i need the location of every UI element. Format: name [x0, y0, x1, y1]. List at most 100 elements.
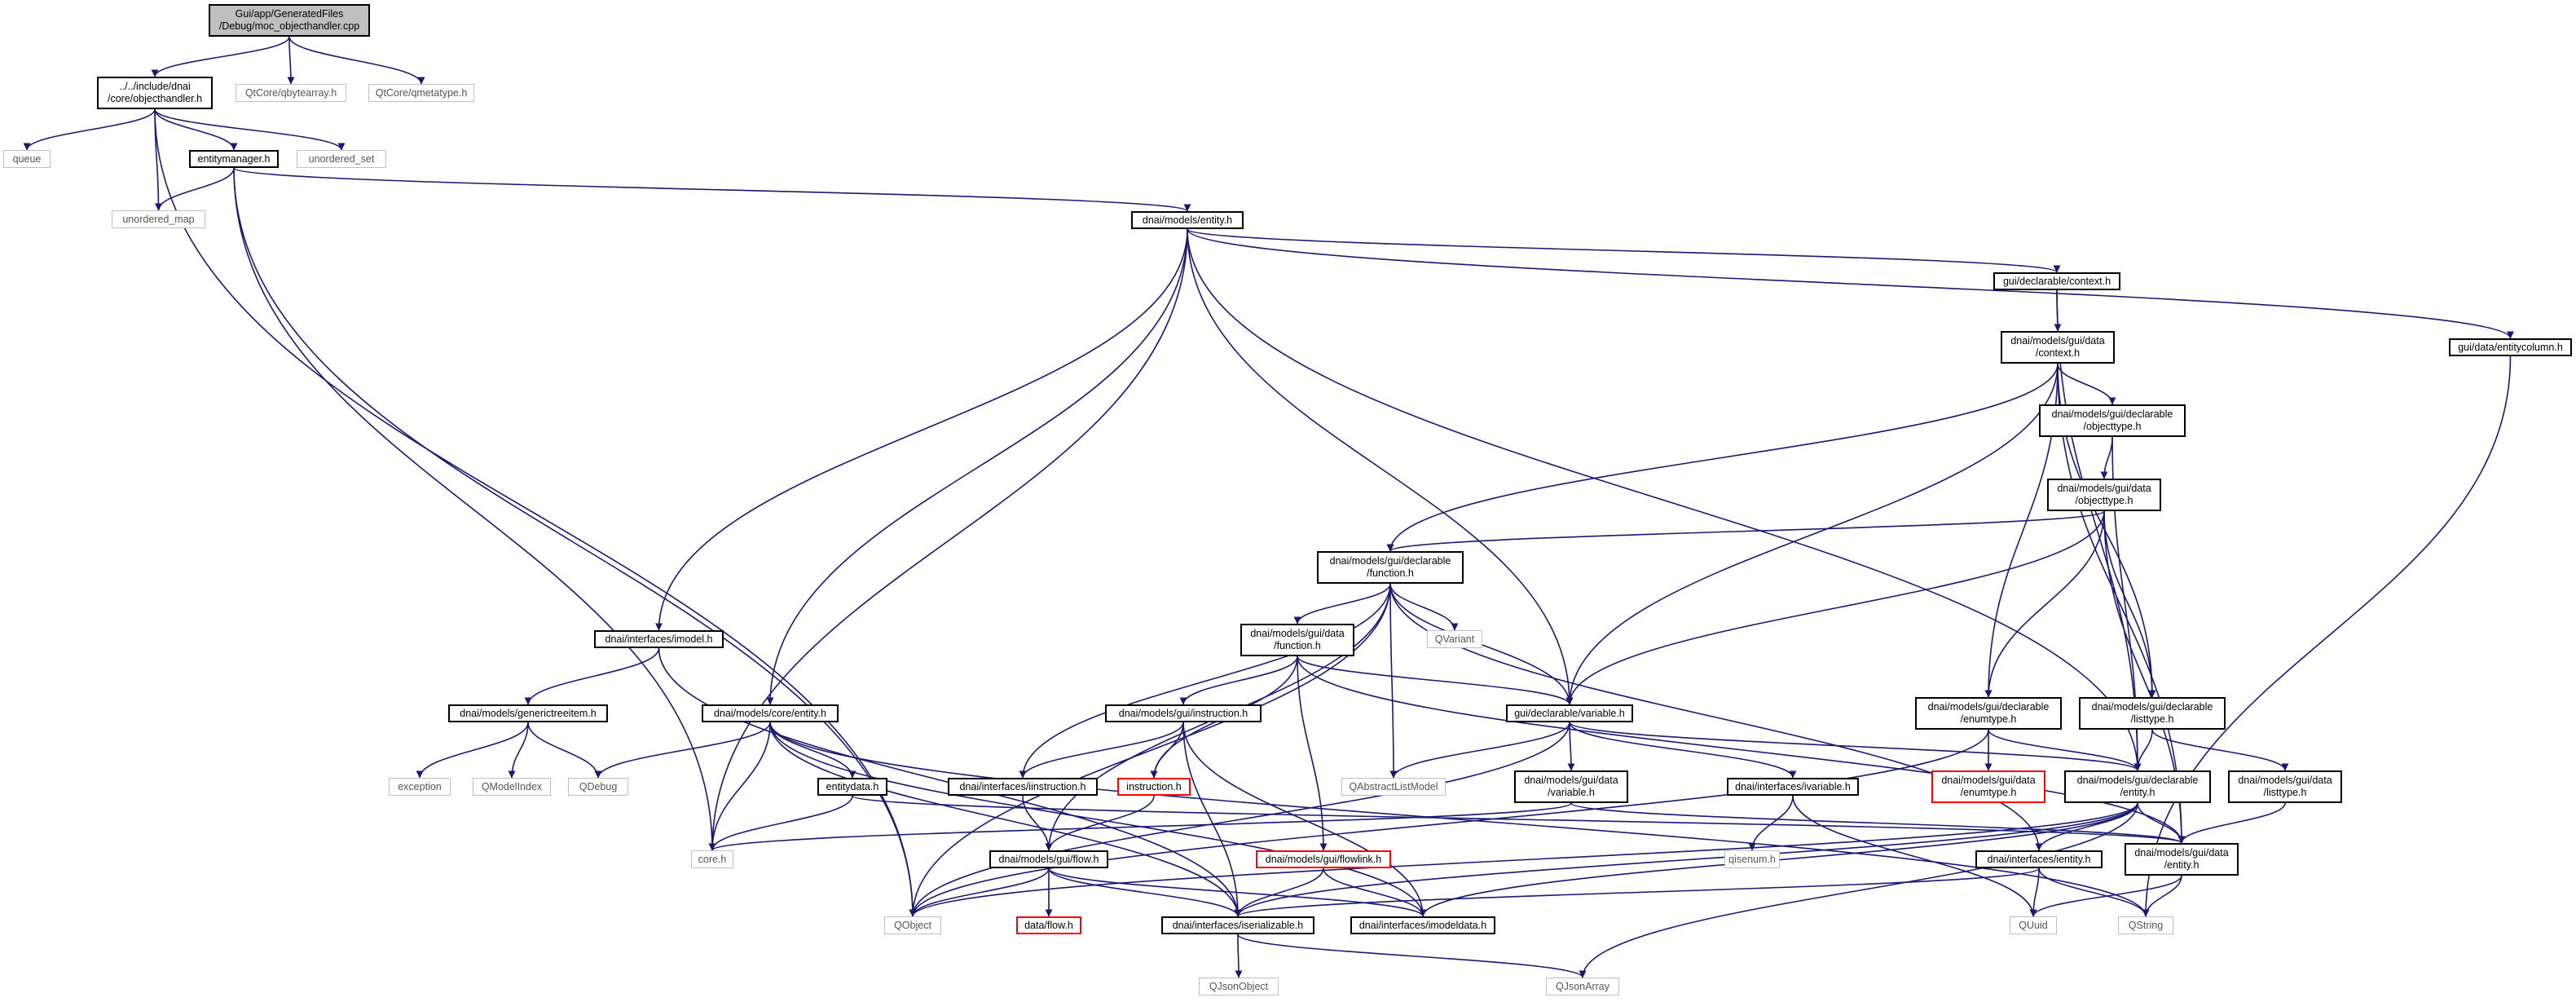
edge-n_flowlink-to-n_iserializable [1234, 867, 1324, 917]
edge-n_ientity-to-n_quuid [2029, 867, 2040, 917]
node-iserializable-h[interactable]: dnai/interfaces/iserializable.h [1161, 916, 1314, 934]
node-entitymanager-h[interactable]: entitymanager.h [189, 150, 279, 168]
edge-n_data_context-to-n_decl_objecttype [2057, 363, 2116, 405]
node-declarable-variable-h[interactable]: gui/declarable/variable.h [1506, 704, 1633, 722]
edge-n_entitydata-to-n_core_h [708, 795, 853, 851]
edge-n_root-to-n_objecthandler [151, 36, 290, 77]
node-qjsonobject: QJsonObject [1199, 978, 1279, 995]
node-core-h: core.h [691, 850, 733, 868]
edge-n_data_context-to-n_data_entity [2057, 363, 2186, 844]
node-generictreeitem-h[interactable]: dnai/models/generictreeitem.h [448, 704, 608, 722]
edge-n_iinstruction-to-n_flow_h [1022, 795, 1053, 851]
edge-n_flow_h-to-n_qobject [909, 867, 1050, 917]
edge-n_generictreeitem-to-n_exception [416, 722, 529, 779]
edge-n_entity_h-to-n_decl_entity [1187, 228, 2142, 771]
edge-n_core_entity-to-n_entitydata [769, 722, 856, 779]
edge-n_gui_instruction-to-n_iserializable [1182, 722, 1242, 917]
edge-n_data_function-to-n_gui_instruction [1179, 655, 1298, 705]
edge-n_data_variable-to-n_core_h [708, 802, 1572, 851]
edge-n_gui_instruction-to-n_instruction_red [1150, 722, 1184, 779]
node-data-context-h[interactable]: dnai/models/gui/data /context.h [2001, 331, 2115, 364]
node-data-objecttype-h[interactable]: dnai/models/gui/data /objecttype.h [2047, 479, 2161, 511]
edge-n_flow_h-to-n_imodeldata [1048, 867, 1427, 917]
node-quuid: QUuid [2010, 916, 2057, 934]
edge-n_data_context-to-n_decl_variable [1565, 363, 2059, 705]
node-declarable-objecttype-h[interactable]: dnai/models/gui/declarable /objecttype.h [2039, 404, 2186, 437]
edge-n_iserializable-to-n_qjsonobject [1235, 934, 1243, 978]
node-gui-instruction-h[interactable]: dnai/models/gui/instruction.h [1105, 704, 1262, 722]
node-imodeldata-h[interactable]: dnai/interfaces/imodeldata.h [1350, 916, 1495, 934]
edge-n_decl_entity-to-n_data_entity [2137, 802, 2186, 844]
node-qdebug: QDebug [568, 778, 628, 796]
node-declarable-listtype-h[interactable]: dnai/models/gui/declarable /listtype.h [2079, 697, 2226, 730]
edge-n_data_objecttype-to-n_decl_listtype [2103, 510, 2156, 698]
node-dataflow-h-missing[interactable]: data/flow.h [1016, 916, 1081, 934]
node-data-function-h[interactable]: dnai/models/gui/data /function.h [1240, 624, 1354, 656]
edge-n_context_h-to-n_decl_entity [2056, 289, 2142, 771]
node-qobject: QObject [884, 916, 941, 934]
node-ientity-h[interactable]: dnai/interfaces/ientity.h [1975, 850, 2103, 868]
node-declarable-context-h[interactable]: gui/declarable/context.h [1993, 272, 2120, 290]
edge-n_data_variable-to-n_data_entity [1570, 802, 2186, 844]
node-data-variable-h[interactable]: dnai/models/gui/data /variable.h [1514, 770, 1628, 803]
node-entitydata-h[interactable]: entitydata.h [817, 778, 887, 796]
node-core-entity-h[interactable]: dnai/models/core/entity.h [702, 704, 839, 722]
edge-n_decl_function-to-n_data_function [1293, 583, 1391, 625]
node-declarable-function-h[interactable]: dnai/models/gui/declarable /function.h [1317, 551, 1464, 584]
edge-n_core_entity-to-n_qdebug [594, 722, 771, 779]
node-objecthandler-h[interactable]: ../../include/dnai /core/objecthandler.h [97, 77, 213, 109]
edge-n_iserializable-to-n_qjsonarray [1237, 934, 1587, 978]
edge-n_data_listtype-to-n_data_entity [2177, 802, 2286, 844]
edge-n_core_entity-to-n_iserializable [769, 722, 1242, 917]
edge-n_decl_variable-to-n_data_variable [1567, 722, 1575, 771]
node-flowlink-h-missing[interactable]: dnai/models/gui/flowlink.h [1256, 850, 1391, 868]
edge-n_decl_enumtype-to-n_qobject [909, 729, 1989, 917]
edge-n_decl_entity-to-n_imodeldata [1419, 802, 2138, 917]
node-entitycolumn-h[interactable]: gui/data/entitycolumn.h [2449, 338, 2572, 356]
node-declarable-enumtype-h[interactable]: dnai/models/gui/declarable /enumtype.h [1915, 697, 2062, 730]
edge-n_data_function-to-n_decl_variable [1297, 655, 1574, 705]
node-flow-h[interactable]: dnai/models/gui/flow.h [989, 850, 1108, 868]
node-imodel-h[interactable]: dnai/interfaces/imodel.h [594, 630, 724, 648]
node-qstring: QString [2118, 916, 2173, 934]
edge-n_decl_listtype-to-n_decl_entity [2133, 729, 2153, 771]
edge-n_flowlink-to-n_imodeldata [1323, 867, 1427, 917]
edge-n_entity_h-to-n_entitycolumn [1187, 228, 2514, 339]
node-ivariable-h[interactable]: dnai/interfaces/ivariable.h [1727, 778, 1859, 796]
edge-n_data_function-to-n_data_entity [1297, 655, 2186, 844]
node-declarable-entity-h[interactable]: dnai/models/gui/declarable /entity.h [2064, 770, 2211, 803]
node-qmodelindex: QModelIndex [473, 778, 551, 796]
edge-n_entitycolumn-to-n_qstring [2142, 355, 2512, 917]
edge-n_entitydata-to-n_data_entity [852, 795, 2185, 844]
edge-n_entitymanager-to-n_unordered_map [155, 167, 235, 211]
edge-n_decl_variable-to-n_qabstractlistmodel [1389, 722, 1570, 779]
edge-n_decl_variable-to-n_ivariable [1569, 722, 1797, 779]
node-unordered-map: unordered_map [112, 210, 205, 228]
node-qjsonarray: QJsonArray [1546, 978, 1619, 995]
node-qmetatype: QtCore/qmetatype.h [368, 84, 474, 102]
edge-n_entity_h-to-n_core_entity [766, 228, 1188, 705]
edge-n_entity_h-to-n_imodel [655, 228, 1188, 631]
edge-n_decl_entity-to-n_qjsonarray [1579, 802, 2138, 978]
edge-n_decl_listtype-to-n_data_listtype [2151, 729, 2289, 771]
edge-n_ientity-to-n_qstring [2038, 867, 2150, 917]
edge-n_decl_entity-to-n_ientity [2035, 802, 2138, 851]
node-models-entity-h[interactable]: dnai/models/entity.h [1131, 211, 1244, 229]
edge-n_objecthandler-to-n_entitymanager [154, 108, 238, 151]
node-iinstruction-h[interactable]: dnai/interfaces/iinstruction.h [948, 778, 1098, 796]
node-instruction-h-missing[interactable]: instruction.h [1117, 778, 1191, 796]
edge-n_decl_variable-to-n_decl_entity [1569, 722, 2142, 771]
node-data-enumtype-h-missing[interactable]: dnai/models/gui/data /enumtype.h [1931, 770, 2045, 803]
node-data-entity-h[interactable]: dnai/models/gui/data /entity.h [2125, 843, 2239, 876]
edge-n_data_objecttype-to-n_decl_variable [1565, 510, 2105, 705]
node-qvariant: QVariant [1427, 630, 1482, 648]
edge-n_entitymanager-to-n_entity_h [233, 167, 1191, 212]
node-data-listtype-h[interactable]: dnai/models/gui/data /listtype.h [2228, 770, 2342, 803]
edge-n_imodel-to-n_generictreeitem [524, 647, 660, 705]
edge-n_decl_function-to-n_qvariant [1389, 583, 1459, 631]
edge-n_decl_variable-to-n_qobject [909, 722, 1570, 917]
node-qisenum: qisenum.h [1724, 850, 1780, 868]
node-unordered-set: unordered_set [297, 150, 386, 168]
edge-n_ivariable-to-n_quuid [1792, 795, 2037, 917]
